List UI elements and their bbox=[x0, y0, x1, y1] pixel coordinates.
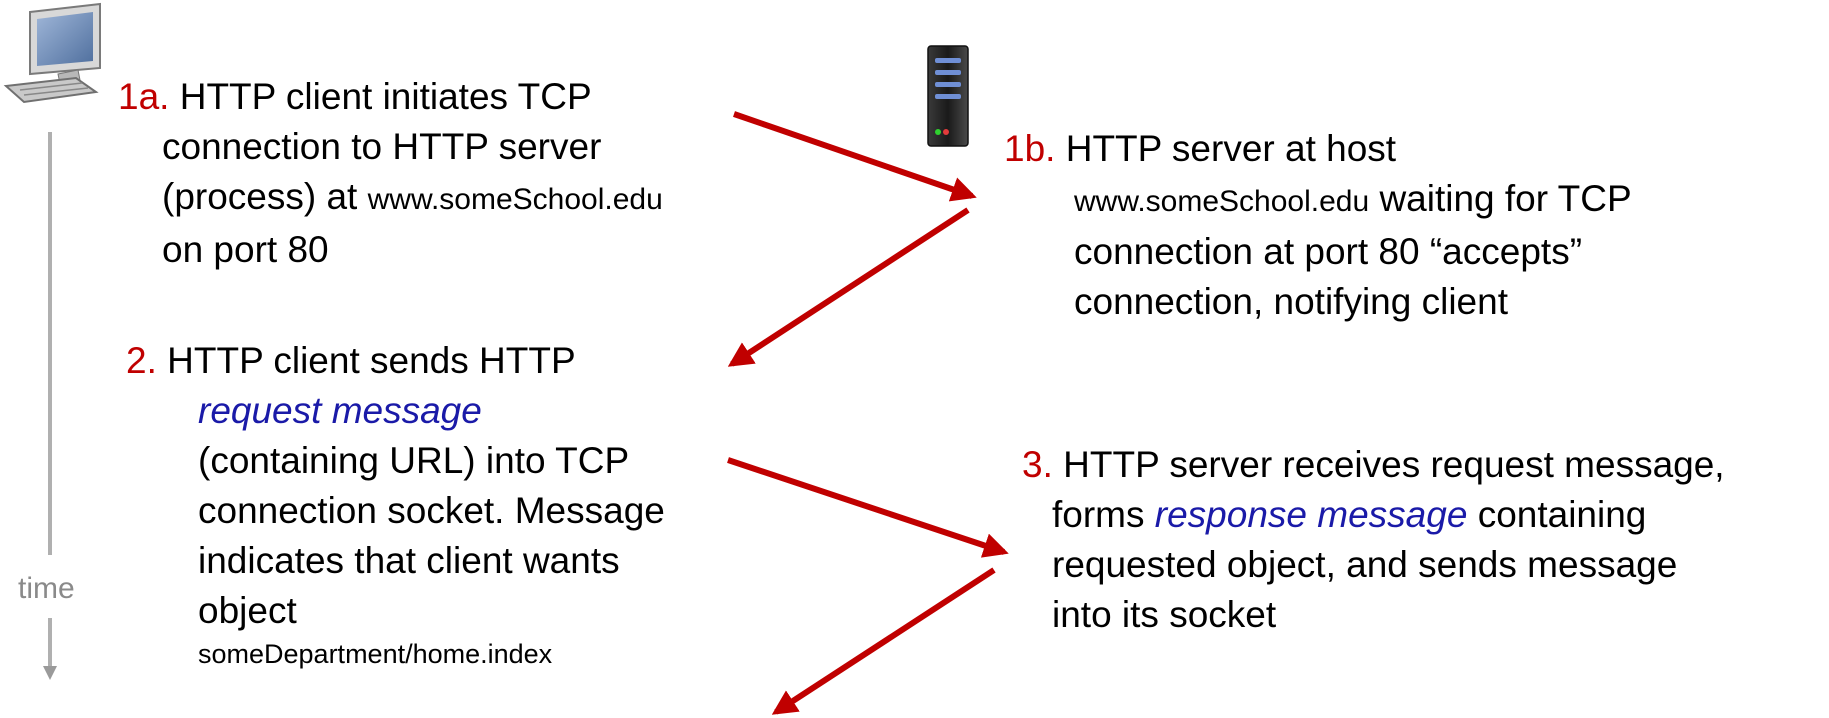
step-3-line-2-pre: forms bbox=[1052, 494, 1145, 535]
step-1b-host: www.someSchool.edu bbox=[1074, 185, 1370, 218]
step-3-response-message: response message bbox=[1154, 494, 1468, 535]
step-3-line-2: forms response message containing bbox=[1022, 490, 1725, 540]
step-1a-line-3-text: (process) at bbox=[162, 176, 358, 217]
time-label: time bbox=[18, 572, 75, 605]
step-2-line-1-text: HTTP client sends HTTP bbox=[167, 340, 576, 381]
step-2-line-3: (containing URL) into TCP bbox=[198, 440, 630, 481]
step-1b-line-3: connection at port 80 “accepts” bbox=[1074, 231, 1583, 272]
arrow-1a-to-1b bbox=[733, 111, 977, 202]
step-3-number: 3. bbox=[1022, 444, 1053, 485]
step-1a-host: www.someSchool.edu bbox=[367, 183, 663, 216]
step-1b-line-2: www.someSchool.edu waiting for TCP bbox=[1004, 174, 1632, 227]
step-3-line-3: requested object, and sends message bbox=[1052, 544, 1678, 585]
step-1b-line-2-text: waiting for TCP bbox=[1379, 178, 1632, 219]
server-tower-icon bbox=[927, 45, 969, 147]
step-3-line-4: into its socket bbox=[1052, 594, 1277, 635]
step-2-line-4: connection socket. Message bbox=[198, 490, 665, 531]
step-1b-line-4: connection, notifying client bbox=[1074, 281, 1508, 322]
step-3-text: 3. HTTP server receives request message,… bbox=[1022, 440, 1725, 640]
step-2-request-message: request message bbox=[198, 390, 482, 431]
step-3-line-1-text: HTTP server receives request message, bbox=[1063, 444, 1725, 485]
arrow-1b-to-2 bbox=[727, 207, 970, 367]
arrow-2-to-3 bbox=[727, 457, 1009, 558]
timeline-arrow bbox=[43, 132, 57, 680]
step-1a-line-1: 1a. HTTP client initiates TCP bbox=[118, 72, 663, 122]
step-1b-text: 1b. HTTP server at host www.someSchool.e… bbox=[1004, 124, 1632, 327]
step-1a-line-1-text: HTTP client initiates TCP bbox=[179, 76, 592, 117]
step-3-line-1: 3. HTTP server receives request message, bbox=[1022, 440, 1725, 490]
step-1b-line-1: 1b. HTTP server at host bbox=[1004, 124, 1632, 174]
step-2-line-1: 2. HTTP client sends HTTP bbox=[126, 336, 665, 386]
step-1a-number: 1a. bbox=[118, 76, 170, 117]
step-2-object-path: someDepartment/home.index bbox=[198, 639, 553, 669]
step-2-line-5: indicates that client wants bbox=[198, 540, 620, 581]
step-1b-number: 1b. bbox=[1004, 128, 1056, 169]
step-1b-line-1-text: HTTP server at host bbox=[1065, 128, 1397, 169]
step-1a-text: 1a. HTTP client initiates TCP connection… bbox=[118, 72, 663, 275]
arrow-3-to-client bbox=[771, 567, 996, 715]
step-2-number: 2. bbox=[126, 340, 157, 381]
step-1a-line-2: connection to HTTP server bbox=[162, 126, 602, 167]
step-1a-line-4: on port 80 bbox=[162, 229, 329, 270]
step-3-line-2-post: containing bbox=[1477, 494, 1647, 535]
step-2-text: 2. HTTP client sends HTTP request messag… bbox=[126, 336, 665, 672]
step-2-line-6: object bbox=[198, 590, 297, 631]
desktop-computer-icon bbox=[3, 2, 101, 104]
step-1a-line-3: (process) at www.someSchool.edu bbox=[118, 172, 663, 225]
